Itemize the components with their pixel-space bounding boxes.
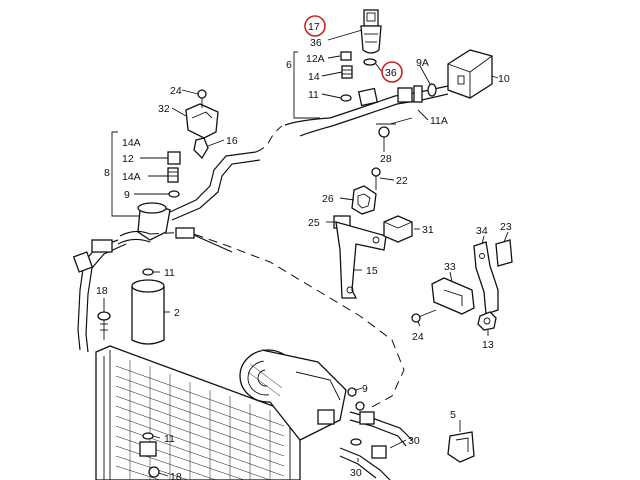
label-13: 13 xyxy=(482,339,494,351)
label-9-compressor: 9 xyxy=(362,383,368,395)
label-10: 10 xyxy=(498,73,510,85)
bracket-32-part xyxy=(185,89,219,160)
label-22: 22 xyxy=(396,175,408,187)
receiver-fittings xyxy=(167,151,181,198)
label-36-ringed: 36 xyxy=(385,67,397,79)
bracket-34-part xyxy=(473,239,513,315)
label-24-left: 24 xyxy=(170,85,182,97)
callout-labels: 17 36 12A 6 14 36 11 9A 10 11A 24 32 16 … xyxy=(96,21,512,480)
clip-5-part xyxy=(447,431,475,463)
label-5: 5 xyxy=(450,409,456,421)
compressor-part xyxy=(239,349,365,441)
label-30-top: 30 xyxy=(408,435,420,447)
label-30-bottom: 30 xyxy=(350,467,362,479)
refrigerant-line-top xyxy=(284,49,493,148)
label-32: 32 xyxy=(158,103,170,115)
label-9A: 9A xyxy=(416,57,429,69)
label-8: 8 xyxy=(104,167,110,179)
label-11-bottom: 11 xyxy=(164,433,175,445)
label-14A-top: 14A xyxy=(122,137,141,149)
label-36-top: 36 xyxy=(310,37,322,49)
label-17: 17 xyxy=(308,21,320,33)
label-33: 33 xyxy=(444,261,456,273)
highlight-36 xyxy=(381,61,403,83)
filter-drier-2-part xyxy=(131,268,165,345)
label-11-mid: 11 xyxy=(164,267,175,279)
label-15: 15 xyxy=(366,265,378,277)
label-12: 12 xyxy=(122,153,134,165)
bolt-24-right-part xyxy=(411,309,437,323)
label-25: 25 xyxy=(308,217,320,229)
label-16: 16 xyxy=(226,135,238,147)
nut-13-part xyxy=(477,311,497,331)
leader-lines xyxy=(103,29,509,477)
label-23: 23 xyxy=(500,221,512,233)
condenser-part xyxy=(95,345,301,480)
label-18-left: 18 xyxy=(96,285,108,297)
label-18-bottom: 18 xyxy=(170,471,182,480)
label-24-right: 24 xyxy=(412,331,424,343)
label-14-top: 14 xyxy=(308,71,320,83)
label-31: 31 xyxy=(422,224,434,236)
receiver-drier-part xyxy=(117,202,171,245)
pressure-switch-part xyxy=(340,9,382,102)
label-34: 34 xyxy=(476,225,488,237)
connector-31-part xyxy=(383,215,413,243)
bolt-18-part xyxy=(97,311,111,340)
highlight-17 xyxy=(304,15,326,37)
bracket-15-part xyxy=(335,221,387,299)
clamp-26-part xyxy=(351,185,377,215)
label-28: 28 xyxy=(380,153,392,165)
label-14A-mid: 14A xyxy=(122,171,141,183)
label-6: 6 xyxy=(286,59,292,71)
compressor-hoses xyxy=(339,411,413,480)
label-12A: 12A xyxy=(306,53,325,65)
label-11-top: 11 xyxy=(308,89,319,101)
label-9-left: 9 xyxy=(124,189,130,201)
label-11A: 11A xyxy=(430,115,448,127)
bolt-22-part xyxy=(371,167,381,190)
label-2: 2 xyxy=(174,307,180,319)
label-26: 26 xyxy=(322,193,334,205)
pipe-system-left xyxy=(72,125,405,409)
clamp-33-part xyxy=(431,277,475,315)
highlight-circles xyxy=(304,15,403,83)
